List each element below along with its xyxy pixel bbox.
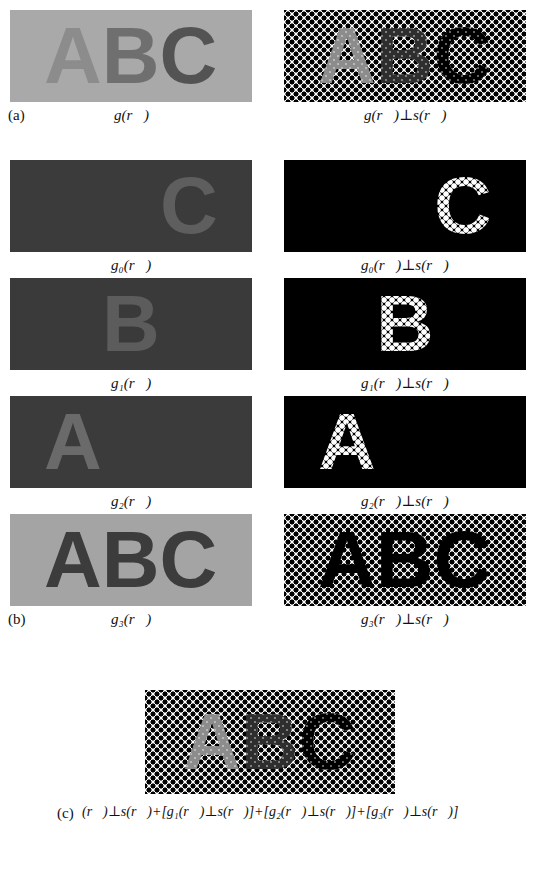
panel-letters: C xyxy=(160,166,218,246)
image-panel: A xyxy=(284,396,526,488)
panel-letters: ABC xyxy=(44,520,217,600)
panel-letters: ABC xyxy=(318,16,491,96)
panel-letters: C xyxy=(434,166,492,246)
panel-letters: ABC xyxy=(318,520,491,600)
panel-letters: A xyxy=(318,402,376,482)
panel-letters: A xyxy=(44,402,102,482)
figure-caption: g₁(r⃗) xyxy=(111,374,151,392)
image-panel: ABC xyxy=(10,514,252,606)
figure-caption: g₀(r⃗) xyxy=(111,256,151,274)
panel-label: (a) xyxy=(8,106,25,124)
image-panel: ABC xyxy=(284,10,526,102)
image-panel: ABC xyxy=(145,690,395,794)
figure-caption: g₂(r⃗) xyxy=(111,492,151,510)
panel-letters: B xyxy=(102,284,160,364)
image-panel: B xyxy=(10,278,252,370)
figure-caption: g₁(r⃗)⊥s(r⃗) xyxy=(361,374,449,392)
figure-caption: g(r⃗) xyxy=(114,106,149,124)
figure-caption: g₂(r⃗)⊥s(r⃗) xyxy=(361,492,449,510)
image-panel: B xyxy=(284,278,526,370)
image-panel: C xyxy=(10,160,252,252)
image-panel: ABC xyxy=(284,514,526,606)
panel-label: (c) xyxy=(57,804,74,822)
image-panel: C xyxy=(284,160,526,252)
figure-caption: g₃(r⃗) xyxy=(111,610,151,628)
image-panel: ABC xyxy=(10,10,252,102)
panel-letters: ABC xyxy=(183,702,356,782)
panel-letters: ABC xyxy=(44,16,217,96)
image-panel: A xyxy=(10,396,252,488)
panel-letters: B xyxy=(376,284,434,364)
figure-caption: g₃(r⃗)⊥s(r⃗) xyxy=(361,610,449,628)
panel-label: (b) xyxy=(8,610,26,628)
figure-caption: g(r⃗)⊥s(r⃗) xyxy=(364,106,446,124)
figure-caption: g₀(r⃗)⊥s(r⃗) xyxy=(361,256,449,274)
figure-caption: (r⃗)⊥s(r⃗)+[g₁(r⃗)⊥s(r⃗)]+[g₂(r⃗)⊥s(r⃗)]… xyxy=(82,804,458,821)
